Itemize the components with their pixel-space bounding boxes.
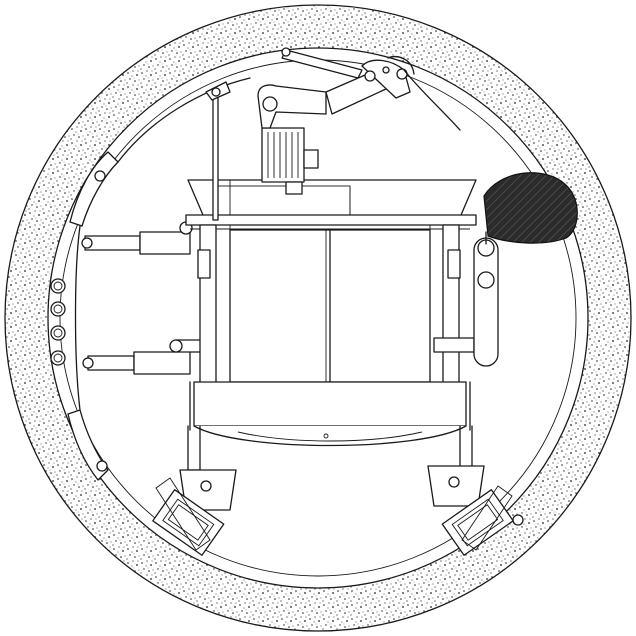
left-gripper-shoes [67,151,119,481]
boom-arm [281,47,461,131]
right-tube [473,231,499,367]
right-wheel-bogie [427,465,524,556]
rock-block [483,172,578,244]
drive-motor [257,84,327,195]
pivot-pin [382,66,390,74]
guide-rod [205,81,231,221]
main-frame [185,179,477,386]
top-guide-arc [117,77,251,163]
cable-ports [50,278,66,366]
left-wheel-bogie [152,469,237,556]
left-arms [81,221,211,375]
lower-bowl [189,381,471,447]
